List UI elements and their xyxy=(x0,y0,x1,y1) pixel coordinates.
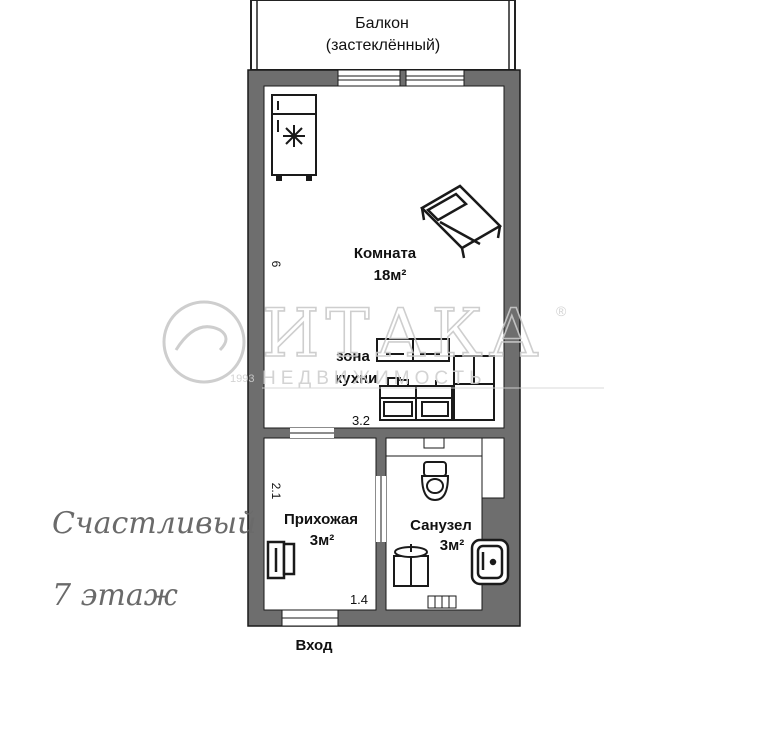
kitchen-zone-label-1: зона xyxy=(336,348,370,365)
hall-width-dimension: 1.4 xyxy=(350,592,368,607)
toilet-icon xyxy=(420,461,450,502)
bath-name: Санузел xyxy=(410,517,472,534)
kitchen-zone-label-2: кухни xyxy=(335,370,378,387)
kitchen-cabinets-icon xyxy=(376,338,450,362)
vent-top xyxy=(423,437,445,449)
watermark-subtitle: НЕДВИЖИМОСТЬ xyxy=(262,368,487,389)
hall-height-dimension: 2.1 xyxy=(269,483,283,500)
stove-icon xyxy=(379,377,453,421)
watermark-registered: ® xyxy=(556,303,567,319)
room-name: Комната xyxy=(354,245,417,262)
caption-line-2: 7 этаж xyxy=(52,578,178,613)
door-room-hall xyxy=(290,428,334,438)
room-height-dimension: 6 xyxy=(269,261,283,268)
shower-icon xyxy=(470,538,510,586)
balcony: Балкон (застеклённый) xyxy=(250,0,516,71)
balcony-sublabel: (застеклённый) xyxy=(326,37,440,54)
entrance-label: Вход xyxy=(295,637,333,654)
vent-bottom xyxy=(427,595,457,609)
coat-rack-icon xyxy=(266,540,296,580)
hall-area: 3м² xyxy=(310,532,334,549)
caption-line-1: Счастливый xyxy=(52,506,256,541)
bath-area: 3м² xyxy=(440,537,464,554)
window-top-left xyxy=(337,69,401,87)
room-width-dimension: 3.2 xyxy=(352,413,370,428)
sink-icon xyxy=(393,544,429,587)
hall-name: Прихожая xyxy=(284,511,358,528)
fridge-icon xyxy=(271,94,317,181)
watermark-logo: ИТАКА ® НЕДВИЖИМОСТЬ 1993 xyxy=(162,294,604,389)
snowflake-icon xyxy=(283,125,305,147)
balcony-label: Балкон xyxy=(355,15,409,32)
bed-icon xyxy=(419,184,503,259)
watermark-year: 1993 xyxy=(230,373,254,385)
watermark-brand: ИТАКА xyxy=(262,295,545,372)
entrance-door xyxy=(281,609,339,627)
door-hall-bath xyxy=(376,476,386,542)
window-top-right xyxy=(405,69,465,87)
room-area: 18м² xyxy=(374,267,407,284)
